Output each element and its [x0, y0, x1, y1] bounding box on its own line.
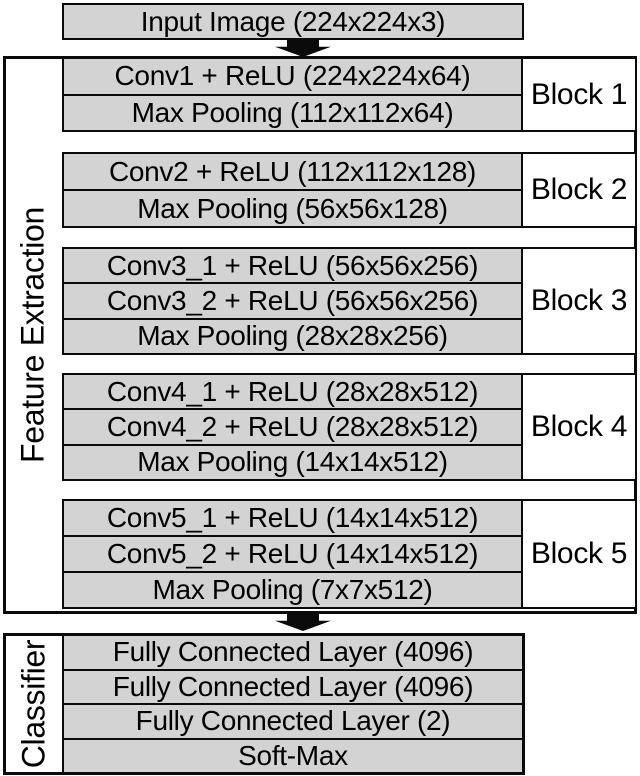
block-5-rows: Conv5_1 + ReLU (14x14x512) Conv5_2 + ReL…	[64, 501, 523, 607]
classifier-label: Classifier	[15, 639, 52, 769]
block-4-label: Block 4	[523, 375, 635, 479]
layer-box: Soft-Max	[64, 739, 522, 772]
down-arrow-icon	[275, 614, 331, 631]
layer-box: Conv4_1 + ReLU (28x28x512)	[64, 375, 521, 411]
down-arrow-icon	[275, 40, 331, 57]
block-3-rows: Conv3_1 + ReLU (56x56x256) Conv3_2 + ReL…	[64, 249, 523, 353]
block-4: Conv4_1 + ReLU (28x28x512) Conv4_2 + ReL…	[62, 373, 637, 481]
layer-box: Max Pooling (14x14x512)	[64, 445, 521, 479]
layer-box: Max Pooling (112x112x64)	[64, 95, 521, 130]
layer-box: Conv2 + ReLU (112x112x128)	[64, 154, 521, 191]
layer-box: Conv3_2 + ReLU (56x56x256)	[64, 284, 521, 320]
layer-box: Conv5_1 + ReLU (14x14x512)	[64, 501, 521, 537]
layer-box: Conv5_2 + ReLU (14x14x512)	[64, 537, 521, 573]
block-5: Conv5_1 + ReLU (14x14x512) Conv5_2 + ReL…	[62, 499, 637, 609]
layer-box: Conv3_1 + ReLU (56x56x256)	[64, 249, 521, 285]
classifier-rows: Fully Connected Layer (4096) Fully Conne…	[64, 636, 522, 772]
layer-box: Conv1 + ReLU (224x224x64)	[64, 59, 521, 96]
layer-box: Max Pooling (28x28x256)	[64, 319, 521, 353]
classifier-section: Classifier Fully Connected Layer (4096) …	[3, 633, 525, 775]
layer-box: Fully Connected Layer (4096)	[64, 670, 522, 705]
block-4-rows: Conv4_1 + ReLU (28x28x512) Conv4_2 + ReL…	[64, 375, 523, 479]
block-2: Conv2 + ReLU (112x112x128) Max Pooling (…	[62, 152, 637, 228]
block-2-label: Block 2	[523, 154, 635, 226]
layer-box: Fully Connected Layer (2)	[64, 705, 522, 740]
layer-box: Max Pooling (56x56x128)	[64, 191, 521, 226]
classifier-label-column: Classifier	[6, 636, 64, 772]
layer-box: Conv4_2 + ReLU (28x28x512)	[64, 410, 521, 446]
block-1: Conv1 + ReLU (224x224x64) Max Pooling (1…	[62, 57, 637, 132]
block-2-rows: Conv2 + ReLU (112x112x128) Max Pooling (…	[64, 154, 523, 226]
block-3: Conv3_1 + ReLU (56x56x256) Conv3_2 + ReL…	[62, 247, 637, 355]
block-5-label: Block 5	[523, 501, 635, 607]
block-1-rows: Conv1 + ReLU (224x224x64) Max Pooling (1…	[64, 59, 523, 130]
layer-box: Fully Connected Layer (4096)	[64, 636, 522, 671]
block-3-label: Block 3	[523, 249, 635, 353]
input-image-box: Input Image (224x224x3)	[62, 3, 524, 40]
block-1-label: Block 1	[523, 59, 635, 130]
feature-extraction-label: Feature Extraction	[14, 206, 51, 464]
layer-box: Max Pooling (7x7x512)	[64, 573, 521, 607]
